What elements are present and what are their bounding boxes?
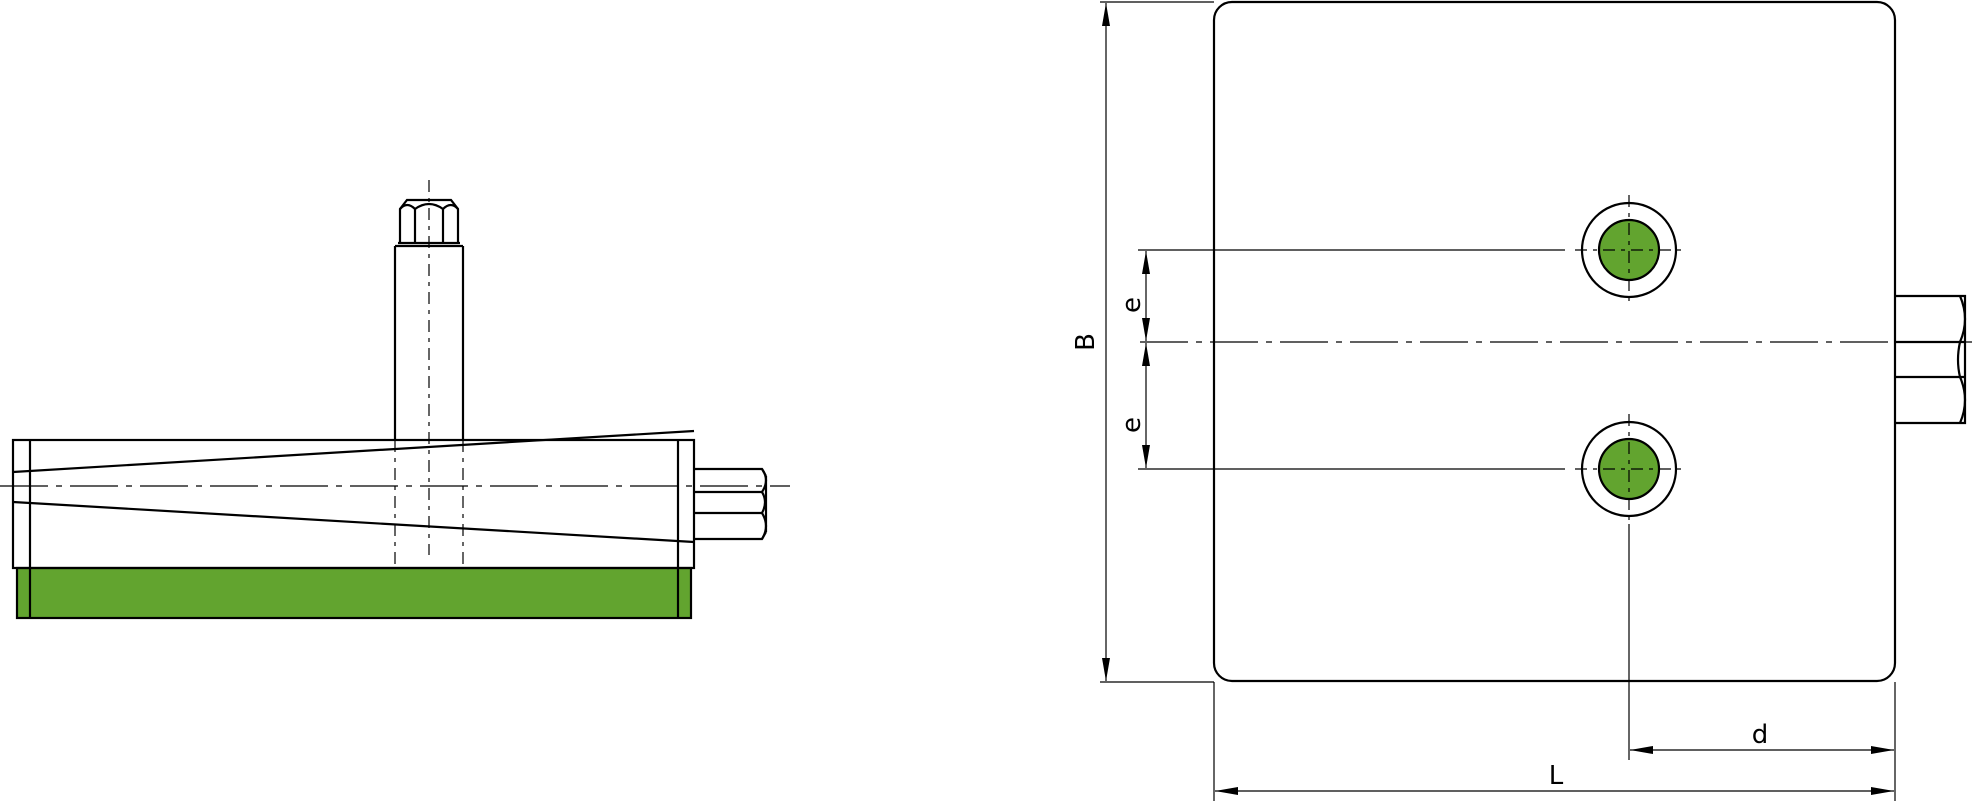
dimension-B-arrow-bottom — [1102, 658, 1110, 681]
side-view-green-base — [15, 566, 693, 620]
dimension-e-top-arrow-down — [1142, 318, 1150, 341]
top-screw-curve — [1956, 295, 1967, 424]
top-view: B e e d — [1071, 0, 1980, 801]
dimension-L-arrow-right — [1871, 787, 1894, 795]
dimension-e-bottom-label: e — [1117, 417, 1147, 433]
dimension-d: d — [1630, 720, 1894, 754]
dimension-e-bottom: e — [1117, 343, 1150, 468]
side-view — [0, 180, 790, 620]
side-wedge-bottom-line — [12, 500, 695, 544]
dimension-B: B — [1071, 3, 1110, 681]
dimension-d-arrow-right — [1871, 746, 1894, 754]
dimension-e-bottom-arrow-down — [1142, 445, 1150, 468]
dimension-e-top-label: e — [1117, 297, 1147, 313]
dimension-L-arrow-left — [1215, 787, 1238, 795]
dimension-B-arrow-top — [1102, 3, 1110, 26]
dimension-B-label: B — [1071, 333, 1101, 351]
dimension-d-arrow-left — [1630, 746, 1653, 754]
side-top-nut-chamfer — [399, 202, 459, 211]
side-screw-bottom — [694, 531, 767, 541]
dimension-L-label: L — [1549, 761, 1564, 791]
side-screw-curve — [760, 468, 768, 540]
dimension-e-bottom-arrow-up — [1142, 343, 1150, 366]
dimension-d-label: d — [1752, 720, 1769, 750]
dimension-e-top: e — [1117, 251, 1150, 341]
dimension-e-top-arrow-up — [1142, 251, 1150, 274]
side-screw-top — [694, 467, 767, 477]
dimension-L: L — [1215, 761, 1894, 795]
side-view-body — [11, 438, 696, 570]
top-screw-outline — [1895, 294, 1967, 425]
side-wedge-top-line — [12, 429, 695, 474]
